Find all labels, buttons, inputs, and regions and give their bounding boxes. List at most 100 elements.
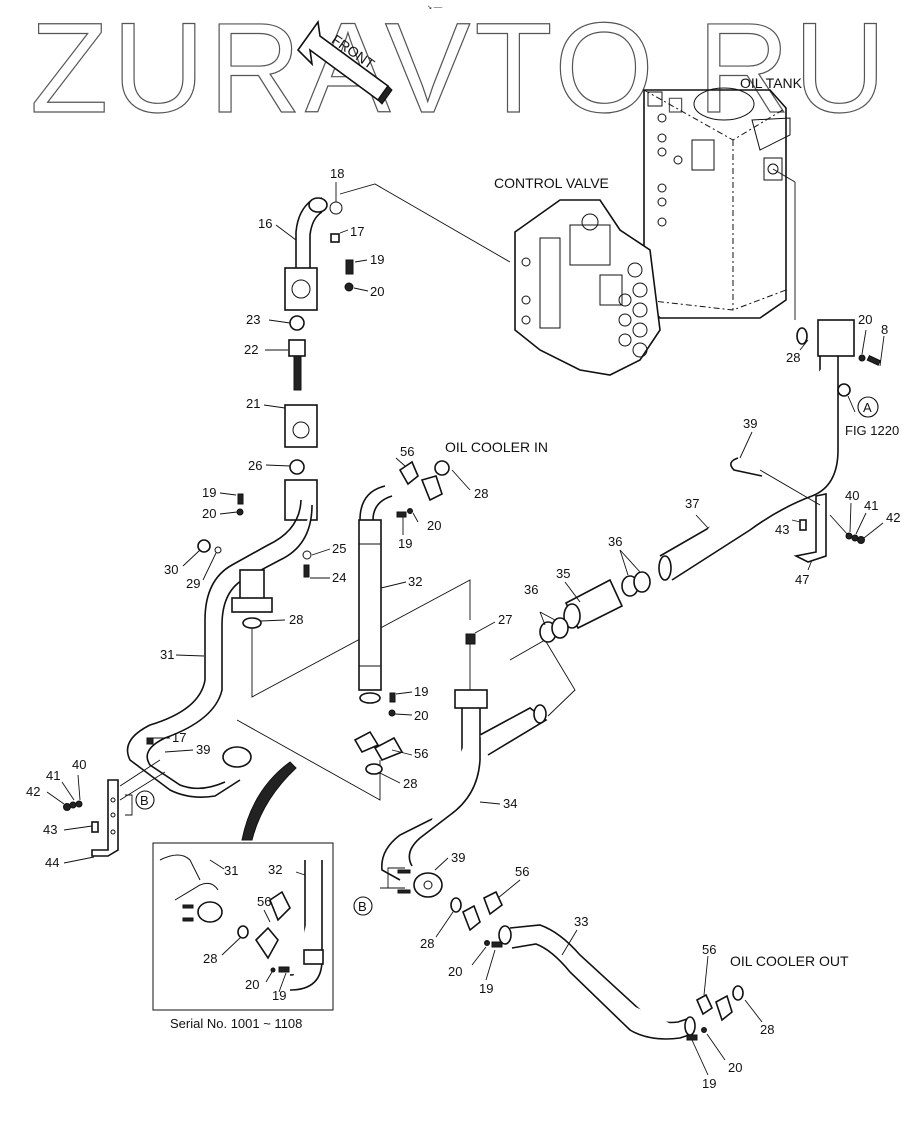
callout-28[interactable]: 28 <box>420 936 434 951</box>
callout-35[interactable]: 35 <box>556 566 570 581</box>
plug-30 <box>197 539 211 553</box>
ref-b-left-label: B <box>140 793 149 808</box>
inset-callout-20[interactable]: 20 <box>245 977 259 992</box>
callout-36[interactable]: 36 <box>524 582 538 597</box>
callout-19[interactable]: 19 <box>398 536 412 551</box>
callout-31[interactable]: 31 <box>160 647 174 662</box>
callout-20[interactable]: 20 <box>202 506 216 521</box>
ref-a[interactable] <box>857 396 879 418</box>
callout-37[interactable]: 37 <box>685 496 699 511</box>
callout-41[interactable]: 41 <box>46 768 60 783</box>
callout-28[interactable]: 28 <box>403 776 417 791</box>
callout-29[interactable]: 29 <box>186 576 200 591</box>
callout-56[interactable]: 56 <box>414 746 428 761</box>
callout-19[interactable]: 19 <box>702 1076 716 1091</box>
callout-19[interactable]: 19 <box>202 485 216 500</box>
callout-40[interactable]: 40 <box>72 757 86 772</box>
callout-23[interactable]: 23 <box>246 312 260 327</box>
callout-26[interactable]: 26 <box>248 458 262 473</box>
callout-18[interactable]: 18 <box>330 166 344 181</box>
lockwasher-41a <box>75 800 83 808</box>
ref-b-lower-label: B <box>358 899 367 914</box>
callout-28[interactable]: 28 <box>760 1022 774 1037</box>
callout-22[interactable]: 22 <box>244 342 258 357</box>
inset-callout-56[interactable]: 56 <box>257 894 271 909</box>
bolt-19b <box>237 493 244 505</box>
u-bolt-39b <box>730 457 763 477</box>
callout-20[interactable]: 20 <box>728 1060 742 1075</box>
bolt-19e <box>491 941 503 948</box>
pipe-31 <box>126 479 318 798</box>
callout-17[interactable]: 17 <box>350 224 364 239</box>
callout-24[interactable]: 24 <box>332 570 346 585</box>
ref-b-lower[interactable] <box>353 896 373 916</box>
split-flange-56b-2 <box>373 736 404 761</box>
ref-a-fig[interactable]: FIG 1220 <box>845 423 899 438</box>
callout-19[interactable]: 19 <box>370 252 384 267</box>
bolt-19c <box>396 511 407 518</box>
oil-tank-label: OIL TANK <box>740 75 803 91</box>
callout-47[interactable]: 47 <box>795 572 809 587</box>
flange-21 <box>284 404 318 448</box>
callout-39[interactable]: 39 <box>451 850 465 865</box>
inset-serial-variant <box>152 842 334 1011</box>
callout-20[interactable]: 20 <box>448 964 462 979</box>
callout-19[interactable]: 19 <box>414 684 428 699</box>
callout-43[interactable]: 43 <box>43 822 57 837</box>
callout-39[interactable]: 39 <box>743 416 757 431</box>
pipe-34 <box>381 689 548 881</box>
callout-17[interactable]: 17 <box>172 730 186 745</box>
callout-28[interactable]: 28 <box>474 486 488 501</box>
callout-20[interactable]: 20 <box>370 284 384 299</box>
inset-callout-31[interactable]: 31 <box>224 863 238 878</box>
callout-25[interactable]: 25 <box>332 541 346 556</box>
callout-20[interactable]: 20 <box>427 518 441 533</box>
oil-tank <box>643 87 796 320</box>
callout-20[interactable]: 20 <box>414 708 428 723</box>
callout-56[interactable]: 56 <box>515 864 529 879</box>
bolt-19 <box>345 259 354 275</box>
callout-28[interactable]: 28 <box>786 350 800 365</box>
split-flange-56c-1 <box>461 904 481 932</box>
callout-42[interactable]: 42 <box>886 510 900 525</box>
callout-33[interactable]: 33 <box>574 914 588 929</box>
o-ring-28c <box>365 763 383 775</box>
bolt-43b <box>799 519 807 531</box>
inset-callout-28[interactable]: 28 <box>203 951 217 966</box>
callout-21[interactable]: 21 <box>246 396 260 411</box>
callout-56[interactable]: 56 <box>702 942 716 957</box>
callout-39[interactable]: 39 <box>196 742 210 757</box>
washer-20 <box>344 282 354 292</box>
callout-56[interactable]: 56 <box>400 444 414 459</box>
callout-16[interactable]: 16 <box>258 216 272 231</box>
callout-28[interactable]: 28 <box>289 612 303 627</box>
callout-44[interactable]: 44 <box>45 855 59 870</box>
bolt-19d <box>389 692 396 703</box>
inset-callout-32[interactable]: 32 <box>268 862 282 877</box>
callout-34[interactable]: 34 <box>503 796 517 811</box>
callout-8[interactable]: 8 <box>881 322 888 337</box>
callout-32[interactable]: 32 <box>408 574 422 589</box>
inset-caption: Serial No. 1001 ~ 1108 <box>170 1016 302 1031</box>
callout-43[interactable]: 43 <box>775 522 789 537</box>
flange-block-16 <box>284 267 318 311</box>
split-flange-56d-1 <box>695 993 714 1016</box>
callout-36[interactable]: 36 <box>608 534 622 549</box>
flange-39c <box>397 869 443 898</box>
callout-42[interactable]: 42 <box>26 784 40 799</box>
callout-41[interactable]: 41 <box>864 498 878 513</box>
hose-clamp-36d <box>633 571 651 593</box>
hose-35 <box>563 578 624 630</box>
callout-27[interactable]: 27 <box>498 612 512 627</box>
o-ring-28b <box>434 460 450 476</box>
callout-19[interactable]: 19 <box>479 981 493 996</box>
callout-30[interactable]: 30 <box>164 562 178 577</box>
washer-20g <box>701 1027 707 1033</box>
callout-20[interactable]: 20 <box>858 312 872 327</box>
inset-callout-19[interactable]: 19 <box>272 988 286 1003</box>
washer-25 <box>302 550 312 560</box>
o-ring-28f <box>732 985 744 1001</box>
callout-40[interactable]: 40 <box>845 488 859 503</box>
ref-b-left[interactable] <box>135 790 155 810</box>
bolt-24 <box>303 564 310 578</box>
